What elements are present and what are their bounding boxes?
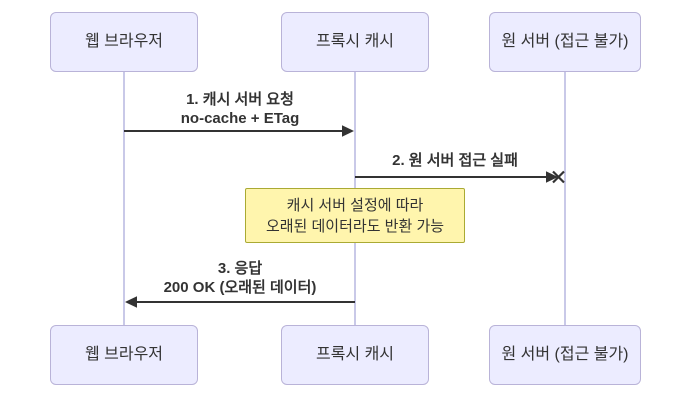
actor-bottom-web-browser: 웹 브라우저 — [50, 325, 198, 385]
note-over-proxy-cache: 캐시 서버 설정에 따라 오래된 데이터라도 반환 가능 — [245, 188, 465, 243]
message-2-label: 2. 원 서버 접근 실패 — [392, 151, 518, 170]
message-1-label-line2: no-cache + ETag — [180, 110, 300, 127]
note-line2: 오래된 데이터라도 반환 가능 — [265, 217, 445, 235]
actor-top-origin-server: 원 서버 (접근 불가) — [489, 12, 641, 72]
actor-label: 프록시 캐시 — [315, 33, 395, 51]
actor-label: 프록시 캐시 — [315, 346, 395, 364]
actor-label: 원 서버 (접근 불가) — [501, 33, 629, 51]
actor-bottom-proxy-cache: 프록시 캐시 — [281, 325, 429, 385]
message-3-label: 3. 응답 200 OK (오래된 데이터) — [164, 259, 317, 297]
actor-label: 웹 브라우저 — [84, 346, 164, 364]
actor-bottom-origin-server: 원 서버 (접근 불가) — [489, 325, 641, 385]
message-3-label-line1: 3. 응답 — [217, 260, 263, 277]
actor-label: 웹 브라우저 — [84, 33, 164, 51]
actor-top-web-browser: 웹 브라우저 — [50, 12, 198, 72]
message-1-arrowhead-icon — [342, 125, 354, 137]
actor-top-proxy-cache: 프록시 캐시 — [281, 12, 429, 72]
message-2-label-line1: 2. 원 서버 접근 실패 — [392, 152, 518, 169]
message-2-arrowhead-icon — [546, 171, 558, 183]
message-3-label-line2: 200 OK (오래된 데이터) — [163, 279, 317, 296]
message-3-arrowhead-icon — [125, 296, 137, 308]
message-1-label-line1: 1. 캐시 서버 요청 — [186, 91, 294, 108]
message-1-label: 1. 캐시 서버 요청 no-cache + ETag — [181, 90, 300, 128]
actor-label: 원 서버 (접근 불가) — [501, 346, 629, 364]
note-line1: 캐시 서버 설정에 따라 — [286, 196, 424, 214]
message-2-fail-x-icon — [552, 170, 565, 184]
